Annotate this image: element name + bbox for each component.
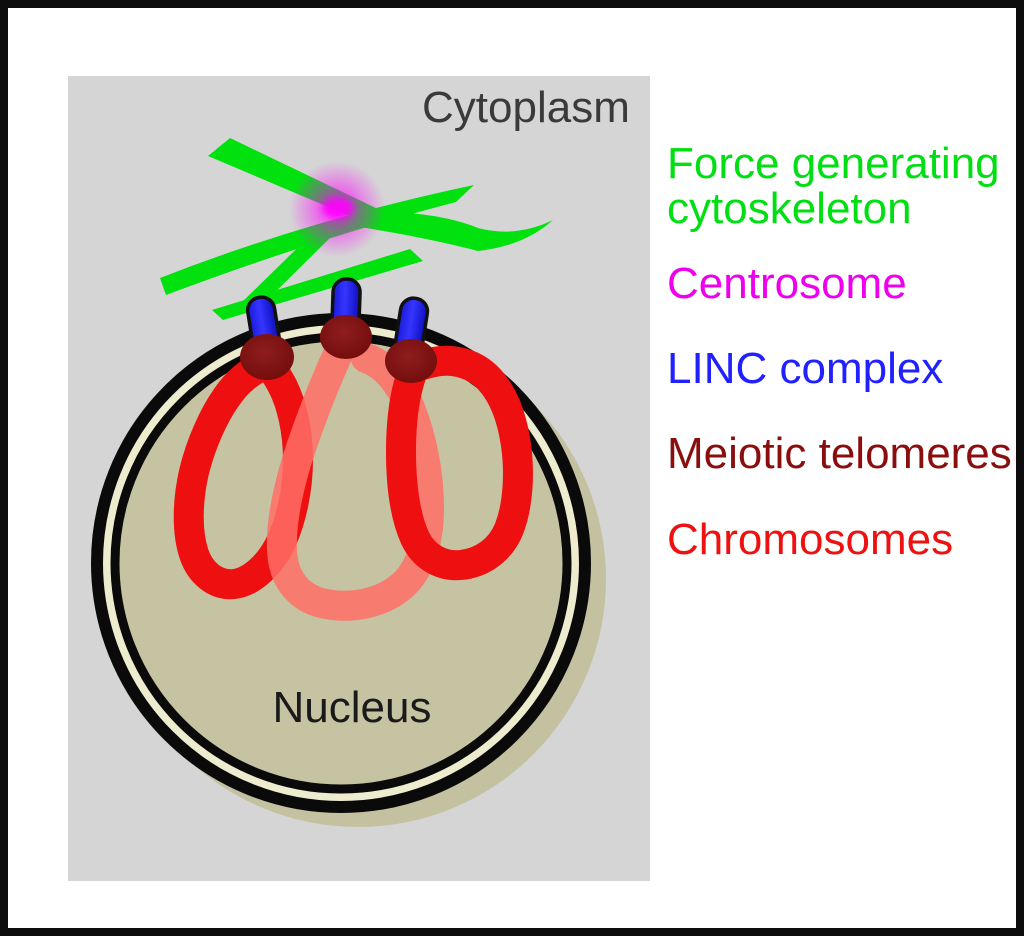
legend-item-meiotic-telomeres: Meiotic telomeres [667, 429, 1012, 478]
nucleus-label: Nucleus [272, 683, 432, 732]
cytoplasm-label: Cytoplasm [422, 83, 630, 132]
legend: Force generating cytoskeleton Centrosome… [8, 8, 1016, 928]
legend-item-linc-complex: LINC complex [667, 344, 944, 393]
legend-item-chromosomes: Chromosomes [667, 515, 954, 564]
legend-item-centrosome: Centrosome [667, 259, 907, 308]
legend-item-force-generating-cytoskeleton: Force generating cytoskeleton [667, 139, 1000, 233]
